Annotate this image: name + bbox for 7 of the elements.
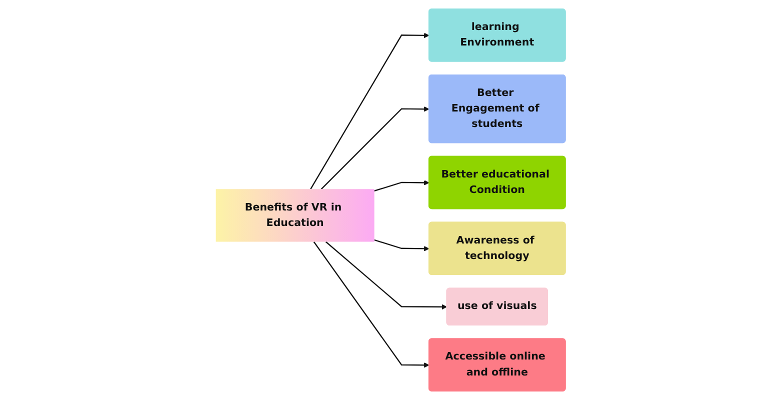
arrow — [314, 241, 430, 368]
arrow — [310, 32, 430, 190]
arrow — [326, 241, 448, 310]
node-box: Benefits of VR in Education — [216, 189, 375, 242]
arrow — [374, 180, 430, 192]
arrow — [321, 106, 430, 190]
arrow — [374, 239, 430, 252]
